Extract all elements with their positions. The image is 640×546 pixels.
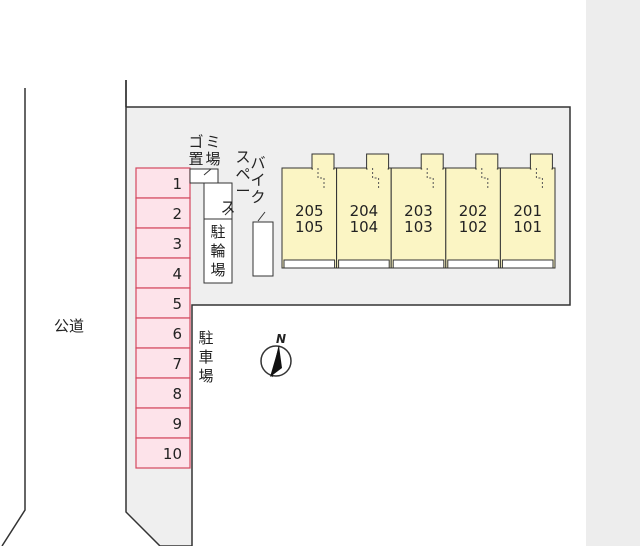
unit-number-lower: 103 bbox=[404, 218, 433, 236]
unit-number-upper: 203 bbox=[404, 202, 433, 220]
unit-entrance bbox=[311, 153, 335, 170]
unit-block bbox=[445, 167, 501, 269]
svg-text:場: 場 bbox=[198, 367, 213, 385]
garbage-area-pointer bbox=[203, 168, 212, 176]
parking-space-number: 10 bbox=[163, 445, 182, 463]
stair-mark bbox=[317, 168, 325, 188]
svg-text:駐: 駐 bbox=[198, 329, 213, 347]
unit-number-lower: 102 bbox=[459, 218, 488, 236]
unit-number-lower: 104 bbox=[350, 218, 379, 236]
stair-mark bbox=[372, 168, 380, 188]
svg-text:置: 置 bbox=[188, 150, 203, 168]
road-label: 公道 bbox=[54, 317, 84, 335]
svg-text:ペ: ペ bbox=[235, 165, 250, 183]
parking-space-number: 3 bbox=[172, 235, 182, 253]
bike-space-area bbox=[252, 221, 274, 277]
svg-text:ス: ス bbox=[235, 148, 250, 166]
svg-text:ミ: ミ bbox=[205, 133, 220, 151]
svg-text:ー: ー bbox=[235, 182, 250, 200]
parking-space bbox=[135, 347, 191, 379]
unit-number-upper: 202 bbox=[459, 202, 488, 220]
svg-text:車: 車 bbox=[198, 348, 213, 366]
unit-entrance bbox=[420, 153, 444, 170]
parking-space-number: 5 bbox=[172, 295, 182, 313]
bike-parking-pointer bbox=[224, 207, 233, 216]
parking-space-number: 2 bbox=[172, 205, 182, 223]
svg-text:場: 場 bbox=[205, 150, 220, 168]
svg-text:駐: 駐 bbox=[210, 223, 225, 241]
parking-space bbox=[135, 257, 191, 289]
parking-space-number: 7 bbox=[172, 355, 182, 373]
svg-text:ス: ス bbox=[220, 198, 235, 216]
unit-number-lower: 105 bbox=[295, 218, 324, 236]
unit-balcony bbox=[283, 259, 336, 269]
parking-space bbox=[135, 377, 191, 409]
unit-balcony bbox=[501, 259, 554, 269]
svg-text:ク: ク bbox=[250, 188, 265, 206]
north-label: N bbox=[276, 332, 286, 346]
unit-balcony bbox=[338, 259, 390, 269]
unit-number-upper: 201 bbox=[513, 202, 542, 220]
garbage-label: ゴミ置場 bbox=[188, 133, 220, 168]
unit-entrance bbox=[366, 153, 390, 170]
unit-block bbox=[499, 167, 556, 269]
svg-text:ゴ: ゴ bbox=[188, 133, 203, 151]
parking-space bbox=[135, 437, 191, 469]
parking-label: 駐車場 bbox=[198, 329, 213, 385]
stair-mark bbox=[481, 168, 489, 188]
parking-spaces: 1 2 3 4 5 6 7 8 9 10 bbox=[135, 167, 191, 469]
svg-text:イ: イ bbox=[250, 171, 265, 189]
bike-parking-area bbox=[203, 182, 233, 284]
parking-space bbox=[135, 227, 191, 259]
unit-entrance bbox=[529, 153, 553, 170]
road-boundary-line bbox=[1, 88, 26, 546]
svg-text:場: 場 bbox=[210, 261, 225, 279]
stair-mark bbox=[426, 168, 434, 188]
parking-space-number: 1 bbox=[172, 175, 182, 193]
unit-number-upper: 204 bbox=[350, 202, 379, 220]
parking-space bbox=[135, 317, 191, 349]
parking-space-number: 8 bbox=[172, 385, 182, 403]
side-panel bbox=[586, 0, 640, 546]
bike-parking-label: 駐輪場 bbox=[210, 223, 225, 279]
north-arrow-icon: N bbox=[260, 332, 292, 378]
vertical-labels: 駐車場駐輪場ゴミ置場バイクスペース bbox=[188, 133, 265, 385]
unit-number-upper: 205 bbox=[295, 202, 324, 220]
parking-space bbox=[135, 407, 191, 439]
garbage-area bbox=[189, 168, 219, 184]
unit-block bbox=[336, 167, 392, 269]
unit-entrance bbox=[475, 153, 499, 170]
bike-space-pointer bbox=[257, 211, 266, 222]
svg-text:輪: 輪 bbox=[210, 242, 225, 260]
stair-mark bbox=[535, 168, 543, 188]
parking-space-number: 4 bbox=[172, 265, 182, 283]
unit-number-lower: 101 bbox=[513, 218, 542, 236]
parking-space-number: 9 bbox=[172, 415, 182, 433]
unit-balcony bbox=[392, 259, 445, 269]
unit-balcony bbox=[447, 259, 499, 269]
parking-space-number: 6 bbox=[172, 325, 182, 343]
svg-text:バ: バ bbox=[250, 154, 265, 172]
